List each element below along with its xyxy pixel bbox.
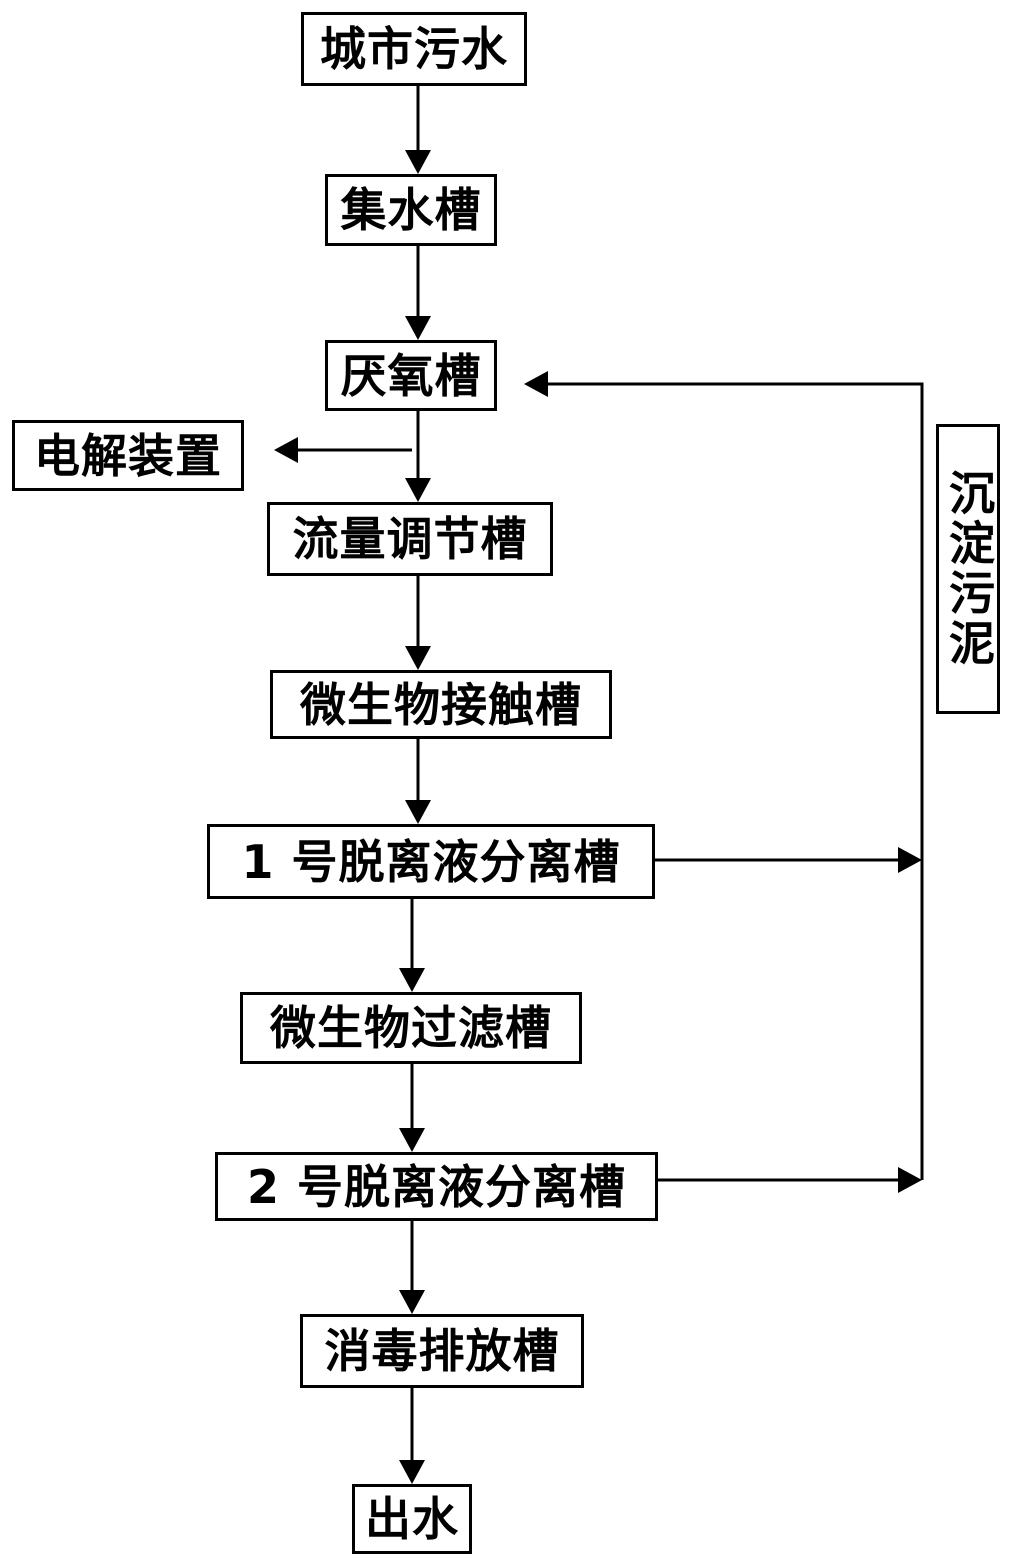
arrowhead-sludge-from-n7: [898, 847, 922, 873]
node-flow-regulating-tank: 流量调节槽: [267, 502, 553, 576]
node-microbial-contact-tank: 微生物接触槽: [270, 670, 612, 739]
node-collection-tank: 集水槽: [325, 174, 497, 246]
sludge-return-line: [545, 382, 924, 1180]
node-separation-tank-2: 2 号脱离液分离槽: [215, 1152, 658, 1221]
arrowhead-n6: [405, 646, 431, 670]
node-electrolysis-device: 电解装置: [12, 420, 244, 491]
arrowhead-n7: [405, 800, 431, 824]
node-settled-sludge: 沉淀污泥: [936, 424, 1000, 714]
arrowhead-n3: [405, 316, 431, 340]
node-anaerobic-tank: 厌氧槽: [325, 340, 497, 411]
node-disinfection-discharge-tank: 消毒排放槽: [300, 1314, 584, 1388]
arrowhead-n10: [399, 1290, 425, 1314]
arrowhead-n8: [399, 968, 425, 992]
node-separation-tank-1: 1 号脱离液分离槽: [207, 824, 655, 899]
arrowhead-n2: [405, 150, 431, 174]
arrowhead-n9: [399, 1128, 425, 1152]
node-municipal-sewage: 城市污水: [301, 12, 527, 86]
arrowhead-sludge-to-n3: [524, 371, 548, 397]
arrowhead-n4: [274, 437, 298, 463]
node-microbial-filter-tank: 微生物过滤槽: [240, 992, 582, 1064]
node-effluent: 出水: [352, 1484, 472, 1554]
arrowhead-n5: [405, 478, 431, 502]
arrowhead-n11: [399, 1460, 425, 1484]
arrowhead-sludge-from-n9: [898, 1167, 922, 1193]
